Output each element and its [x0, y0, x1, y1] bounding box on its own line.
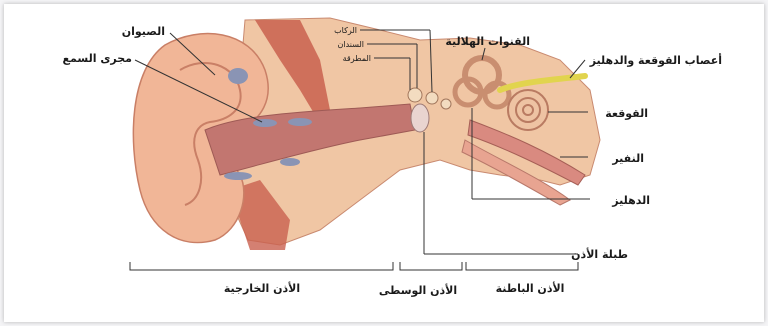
cartilage [288, 118, 312, 126]
bracket-outer [130, 262, 393, 270]
ossicle [426, 92, 438, 104]
label-semicircular-canals: القنوات الهلالية [445, 35, 530, 48]
label-incus: السندان [337, 40, 364, 49]
label-tube: النفير [611, 152, 644, 165]
label-cochlea: القوقعة [605, 107, 648, 120]
section-inner: الأذن الباطنة [496, 281, 565, 295]
bracket-inner [466, 262, 578, 270]
label-ear-canal: مجرى السمع [63, 52, 132, 65]
cochlea-shape [508, 90, 548, 130]
label-pinna: الصيوان [122, 25, 165, 38]
label-malleus: المطرقة [343, 54, 371, 63]
section-outer: الأذن الخارجية [224, 281, 300, 295]
ear-illustration [133, 18, 600, 250]
cartilage [224, 172, 252, 180]
label-nerves: أعصاب القوقعة والدهليز [589, 53, 722, 67]
cartilage [253, 119, 277, 127]
label-stapes: الركاب [334, 26, 357, 35]
label-eardrum: طبلة الأذن [571, 247, 628, 261]
section-brackets [130, 262, 578, 270]
label-vestibule: الدهليز [611, 194, 650, 207]
cartilage [228, 68, 248, 84]
cartilage [280, 158, 300, 166]
eardrum-shape [411, 104, 429, 132]
bracket-middle [400, 262, 462, 270]
ossicle [441, 99, 451, 109]
ossicle [408, 88, 422, 102]
section-middle: الأذن الوسطى [379, 283, 457, 297]
